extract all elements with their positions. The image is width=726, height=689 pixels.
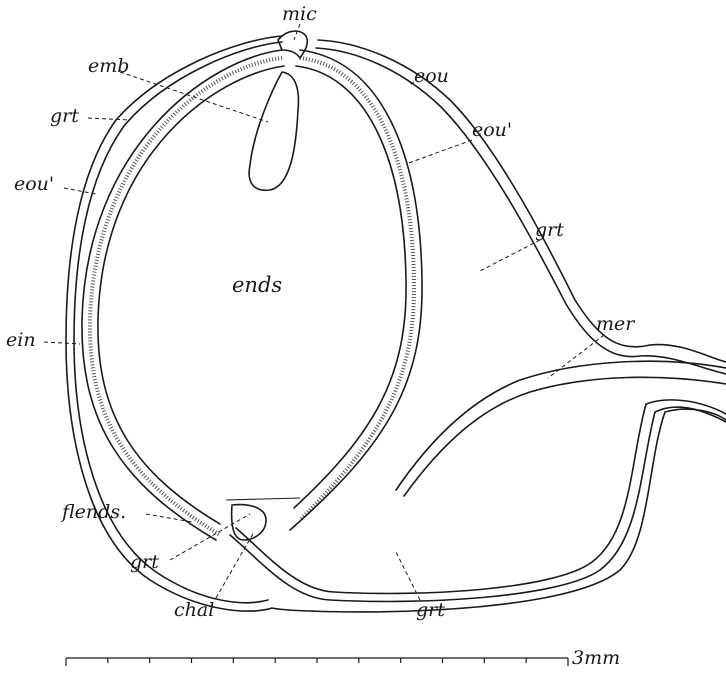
leader-mer bbox=[548, 335, 604, 378]
scale-bar-label: 3mm bbox=[572, 647, 620, 669]
embryo-outline bbox=[249, 72, 298, 190]
label-eou: eou bbox=[414, 65, 449, 87]
label-eou-left: eou' bbox=[14, 173, 54, 195]
leader-emb bbox=[120, 72, 268, 122]
funicle-lower-line bbox=[230, 407, 726, 601]
scale-bar: 3mm bbox=[66, 647, 620, 669]
outer-integument-right-top bbox=[318, 40, 726, 362]
leader-eou-right bbox=[406, 140, 472, 164]
label-grt-bottom-left: grt bbox=[130, 551, 159, 573]
leader-eou-left bbox=[64, 188, 96, 194]
funicle-mid-line bbox=[404, 377, 726, 496]
label-chal: chal bbox=[174, 599, 214, 621]
label-grt-top: grt bbox=[50, 105, 79, 127]
label-grt-bottom: grt bbox=[416, 599, 445, 621]
label-ends: ends bbox=[232, 273, 282, 297]
leader-grt-top bbox=[88, 118, 130, 120]
chalaza-outline bbox=[232, 505, 266, 540]
funicle-lower-inner bbox=[236, 400, 726, 594]
label-eou-right: eou' bbox=[472, 119, 512, 141]
label-mic: mic bbox=[282, 3, 317, 25]
leader-grt-right bbox=[478, 240, 540, 272]
leader-chal bbox=[216, 532, 254, 598]
label-grt-right: grt bbox=[535, 219, 564, 241]
label-ein: ein bbox=[6, 329, 36, 351]
label-mer: mer bbox=[596, 313, 636, 335]
label-emb: emb bbox=[88, 55, 129, 77]
label-flends: flends. bbox=[60, 501, 126, 523]
micropyle-outline bbox=[278, 31, 307, 58]
funicle-upper-line bbox=[396, 361, 726, 490]
chalaza-bridge bbox=[226, 498, 300, 500]
outer-integument-right-inner bbox=[316, 48, 726, 374]
